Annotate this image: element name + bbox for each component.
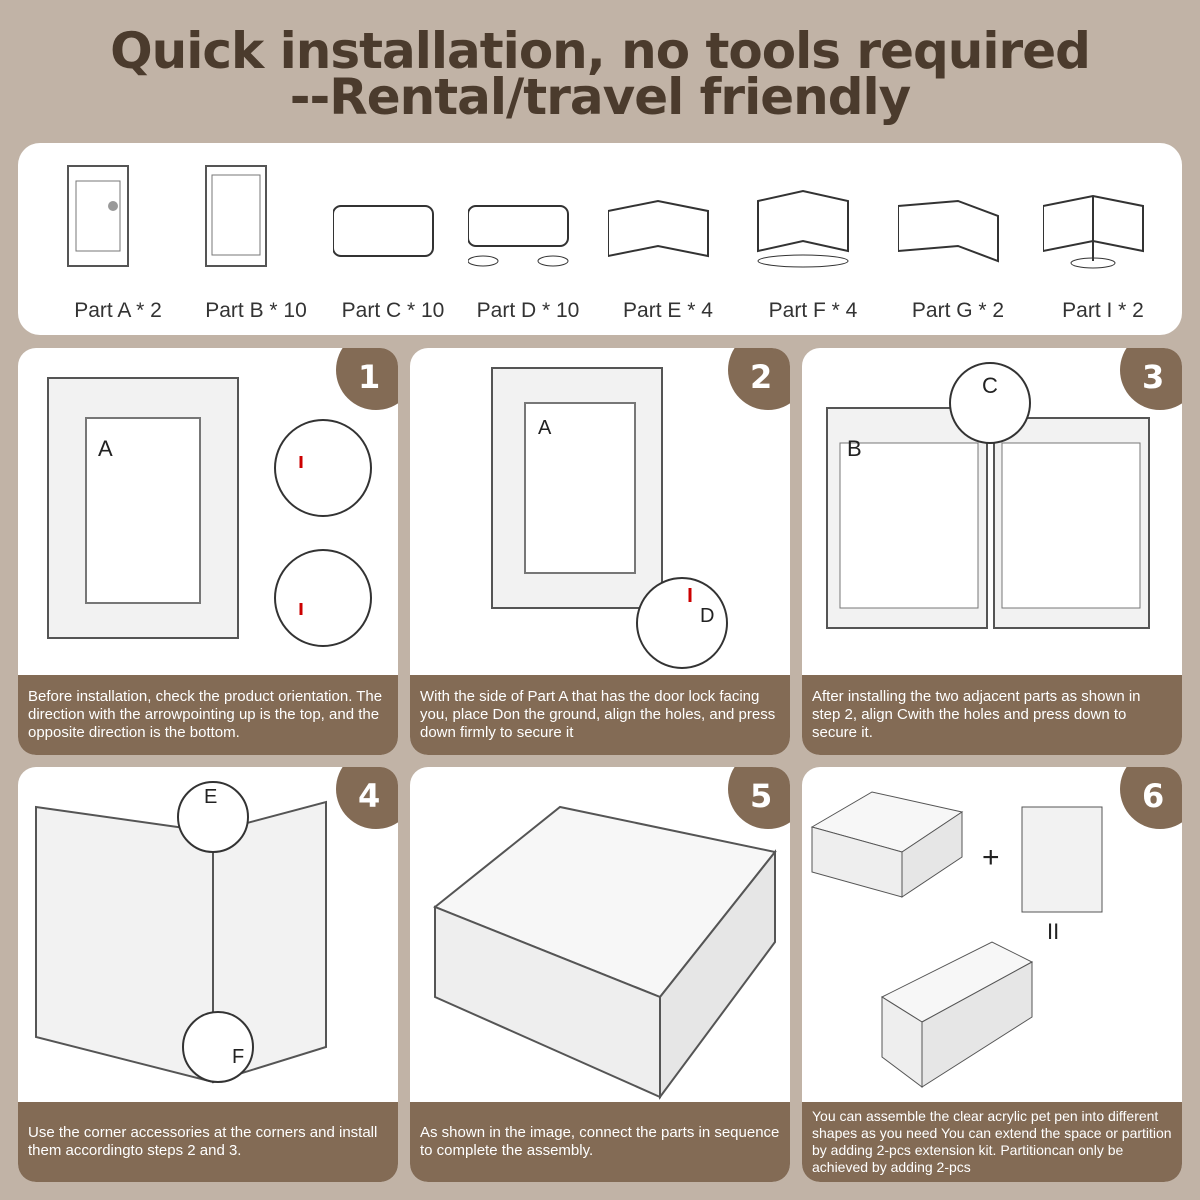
- part-label: Part I * 2: [1062, 299, 1144, 322]
- step-caption: As shown in the image, connect the parts…: [410, 1102, 790, 1182]
- step-1-illustration: A: [47, 377, 372, 647]
- label-b: B: [847, 436, 862, 461]
- part-label: Part C * 10: [341, 299, 445, 322]
- step-2-illustration: AD: [491, 367, 728, 669]
- part-g: Part G * 2: [888, 143, 1028, 335]
- label-f: F: [232, 1046, 244, 1068]
- part-c: Part C * 10: [323, 143, 463, 335]
- step-number: 3: [1120, 348, 1182, 410]
- step-caption: Before installation, check the product o…: [18, 675, 398, 755]
- plus-sign: +: [982, 841, 1000, 874]
- part-f: Part F * 4: [743, 143, 883, 335]
- title-line-2: --Rental/travel friendly: [289, 68, 911, 126]
- step-caption: You can assemble the clear acrylic pet p…: [802, 1102, 1182, 1182]
- title-line-1: Quick installation, no tools required: [110, 22, 1091, 80]
- part-i: Part I * 2: [1033, 143, 1173, 335]
- part-label: Part B * 10: [205, 299, 307, 322]
- part-label: Part F * 4: [768, 299, 858, 322]
- parts-list: Part A * 2 Part B * 10 Part C * 10 Part …: [18, 143, 1182, 335]
- step-4-illustration: EF: [35, 781, 327, 1084]
- step-6-panel: +II 6 You can assemble the clear acrylic…: [802, 767, 1182, 1182]
- step-caption: After installing the two adjacent parts …: [802, 675, 1182, 755]
- label-e: E: [204, 786, 217, 808]
- part-label: Part D * 10: [476, 299, 580, 322]
- step-6-illustration: + II: [810, 791, 1103, 1088]
- label-a: A: [98, 436, 113, 461]
- step-5-panel: 5 As shown in the image, connect the par…: [410, 767, 790, 1182]
- step-3-illustration: CB: [826, 362, 1150, 629]
- label-c: C: [982, 373, 998, 398]
- page-title: Quick installation, no tools required --…: [0, 22, 1200, 126]
- part-a: Part A * 2: [48, 143, 188, 335]
- step-caption: With the side of Part A that has the doo…: [410, 675, 790, 755]
- part-label: Part G * 2: [911, 299, 1005, 322]
- part-label: Part E * 4: [623, 299, 713, 322]
- equals-sign: II: [1047, 919, 1059, 944]
- label-a: A: [538, 417, 552, 439]
- step-5-illustration: [433, 805, 777, 1101]
- step-caption: Use the corner accessories at the corner…: [18, 1102, 398, 1182]
- part-e: Part E * 4: [598, 143, 738, 335]
- part-b: Part B * 10: [186, 143, 326, 335]
- label-d: D: [700, 605, 714, 627]
- step-1-panel: A 1 Before installation, check the produ…: [18, 348, 398, 755]
- part-label: Part A * 2: [74, 299, 162, 322]
- part-d: Part D * 10: [458, 143, 598, 335]
